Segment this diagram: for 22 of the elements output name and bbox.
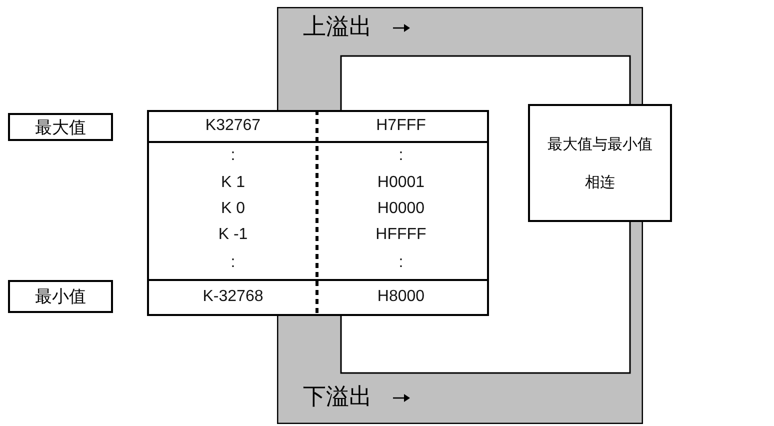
overflow-label: 下溢出 <box>303 383 372 412</box>
table-value: H0000 <box>377 200 425 218</box>
table-value: : <box>398 147 404 165</box>
table-value: K32767 <box>205 117 261 135</box>
table-value: : <box>230 147 236 165</box>
table-value: H7FFF <box>376 117 426 135</box>
table-value: K 1 <box>221 174 245 192</box>
table-value: : <box>398 254 404 272</box>
table-value: HFFFF <box>376 226 426 244</box>
table-value: K-32768 <box>202 288 264 306</box>
overflow-label: 上溢出 <box>303 13 372 42</box>
table-value: H8000 <box>377 288 425 306</box>
label-box <box>8 280 113 313</box>
box-text: 最大值与最小值相连 <box>546 134 654 193</box>
table-value: K -1 <box>218 226 248 244</box>
table-value: K 0 <box>221 200 245 218</box>
table-value: H0001 <box>377 174 425 192</box>
box-text: 最小值 <box>35 286 86 308</box>
box-text: 最大值 <box>35 116 86 138</box>
label-box <box>8 113 113 141</box>
note-box <box>528 104 672 222</box>
table-value: : <box>230 254 236 272</box>
